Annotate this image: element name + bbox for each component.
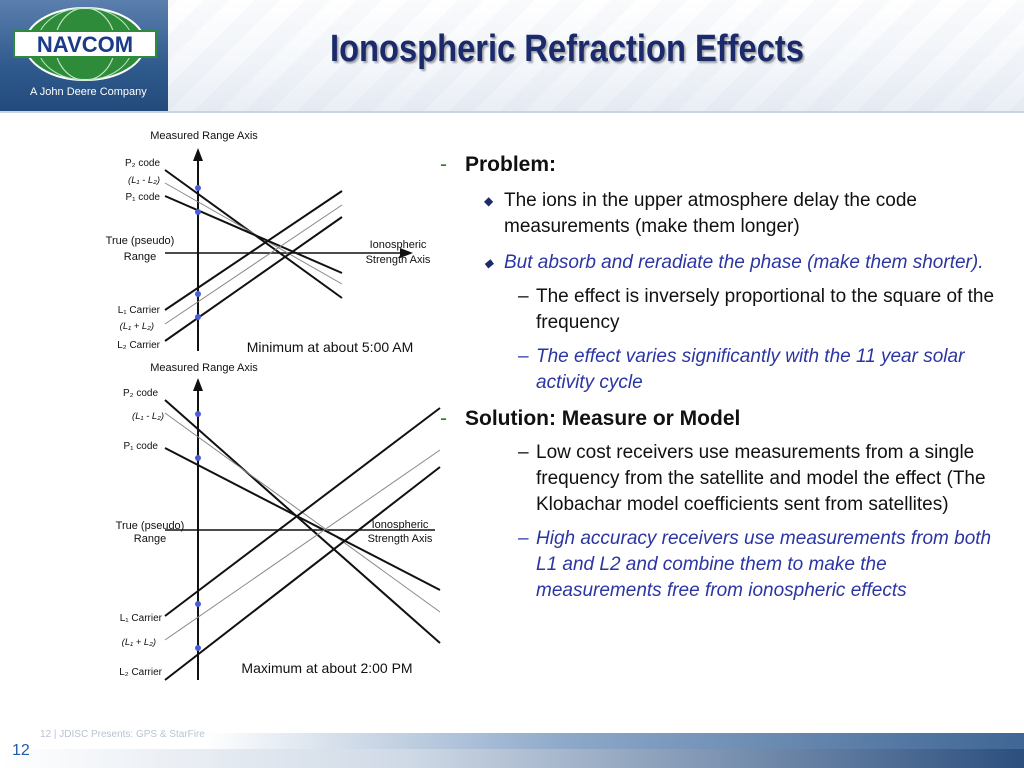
l2-carrier-line <box>164 216 343 342</box>
measured-range-axis-label: Measured Range Axis <box>150 130 258 142</box>
l1-minus-l2-label: (L₁ - L₂) <box>132 411 164 422</box>
page-number: 12 <box>12 742 30 759</box>
diagram-minimum: Measured Range Axis P₂ code (L₁ - L₂) P₁… <box>106 130 431 355</box>
p1-code-line <box>164 447 441 591</box>
iono-strength-label-2: Strength Axis <box>368 533 433 545</box>
logo-panel: NAVCOM A John Deere Company <box>0 0 168 112</box>
logo-text: NAVCOM <box>37 32 133 57</box>
l2-intercept-dot <box>195 314 201 320</box>
iono-strength-label-1: Ionospheric <box>370 239 427 251</box>
bullet-solar-cycle: – The effect varies significantly with t… <box>440 344 1000 396</box>
true-range-label-2: Range <box>134 533 166 545</box>
dash-marker: - <box>440 407 447 430</box>
l2-intercept-dot <box>195 645 201 651</box>
p1-code-label: P₁ code <box>125 192 160 203</box>
p1-code-label: P₁ code <box>123 441 158 452</box>
bullet-low-cost: – Low cost receivers use measurements fr… <box>440 440 1000 518</box>
bullet-list: - Problem: ◆ The ions in the upper atmos… <box>440 148 1000 604</box>
slide-header: NAVCOM A John Deere Company Ionospheric … <box>0 0 1024 113</box>
iono-strength-label-2: Strength Axis <box>366 254 431 266</box>
bullet-absorb-reradiate-text: But absorb and reradiate the phase (make… <box>504 252 984 273</box>
bullet-absorb-reradiate: ◆ But absorb and reradiate the phase (ma… <box>440 250 1000 276</box>
header-texture <box>0 0 1024 112</box>
p2-intercept-dot <box>195 185 201 191</box>
bullet-ions-delay: ◆ The ions in the upper atmosphere delay… <box>440 188 1000 240</box>
dash-marker: – <box>518 528 529 549</box>
l1-plus-l2-label: (L₁ + L₂) <box>120 321 154 332</box>
l2-carrier-line <box>164 466 441 681</box>
footer-band <box>0 733 1024 749</box>
dash-marker: – <box>518 346 529 367</box>
vertical-axis-arrowhead <box>193 148 203 161</box>
bullet-problem-text: Problem: <box>465 153 557 176</box>
bullet-problem: - Problem: <box>440 152 1000 178</box>
p2-code-line <box>164 399 441 644</box>
l1-minus-l2-label: (L₁ - L₂) <box>128 175 160 186</box>
bullet-inverse-square: – The effect is inversely proportional t… <box>440 284 1000 336</box>
l1-intercept-dot <box>195 291 201 297</box>
p2-code-label: P₂ code <box>123 388 158 399</box>
slide-title: Ionospheric Refraction Effects <box>330 28 804 70</box>
bullet-solution: - Solution: Measure or Model <box>440 406 1000 432</box>
p1-intercept-dot <box>195 209 201 215</box>
l1-plus-l2-line <box>164 449 441 641</box>
bullet-low-cost-text: Low cost receivers use measurements from… <box>536 442 986 515</box>
iono-strength-label-1: Ionospheric <box>372 519 429 531</box>
vertical-axis-arrowhead <box>193 378 203 391</box>
footer-caption: 12 | JDISC Presents: GPS & StarFire <box>40 729 205 740</box>
measured-range-axis-label: Measured Range Axis <box>150 362 258 374</box>
bullet-high-accuracy: – High accuracy receivers use measuremen… <box>440 526 1000 604</box>
l1-carrier-line <box>164 407 441 617</box>
p2-intercept-dot <box>195 411 201 417</box>
l1-carrier-label: L₁ Carrier <box>118 305 161 316</box>
bullet-inverse-square-text: The effect is inversely proportional to … <box>536 286 995 333</box>
diamond-bullet-icon: ◆ <box>484 194 494 208</box>
diagram-caption: Maximum at about 2:00 PM <box>241 660 412 676</box>
dash-marker: – <box>518 442 529 463</box>
l1-carrier-line <box>164 190 343 311</box>
header-divider <box>0 111 1024 113</box>
l1-plus-l2-line <box>164 204 343 325</box>
true-range-label-1: True (pseudo) <box>106 235 175 247</box>
company-tagline: A John Deere Company <box>30 86 147 98</box>
footer-bottom-band <box>0 749 1024 768</box>
bullet-high-accuracy-text: High accuracy receivers use measurements… <box>536 528 992 601</box>
diagram-caption: Minimum at about 5:00 AM <box>247 339 414 355</box>
l1-plus-l2-label: (L₁ + L₂) <box>122 637 156 648</box>
p2-code-label: P₂ code <box>125 158 160 169</box>
navcom-globe-logo: NAVCOM <box>13 7 157 81</box>
dash-marker: – <box>518 286 529 307</box>
bullet-solar-cycle-text: The effect varies significantly with the… <box>536 346 965 393</box>
bullet-ions-delay-text: The ions in the upper atmosphere delay t… <box>504 190 917 237</box>
diamond-bullet-icon: ◆ <box>484 256 494 270</box>
dash-marker: - <box>440 153 447 176</box>
l1-intercept-dot <box>195 601 201 607</box>
l1-carrier-label: L₁ Carrier <box>120 613 163 624</box>
true-range-label-2: Range <box>124 251 156 263</box>
diagram-maximum: Measured Range Axis P₂ code (L₁ - L₂) P₁… <box>116 362 441 681</box>
l2-carrier-label: L₂ Carrier <box>117 340 160 351</box>
horizontal-axis-arrowhead <box>400 248 413 258</box>
true-range-label-1: True (pseudo) <box>116 520 185 532</box>
bullet-solution-text: Solution: Measure or Model <box>465 407 741 430</box>
p1-intercept-dot <box>195 455 201 461</box>
p1-code-line <box>164 195 343 274</box>
l2-carrier-label: L₂ Carrier <box>119 667 162 678</box>
